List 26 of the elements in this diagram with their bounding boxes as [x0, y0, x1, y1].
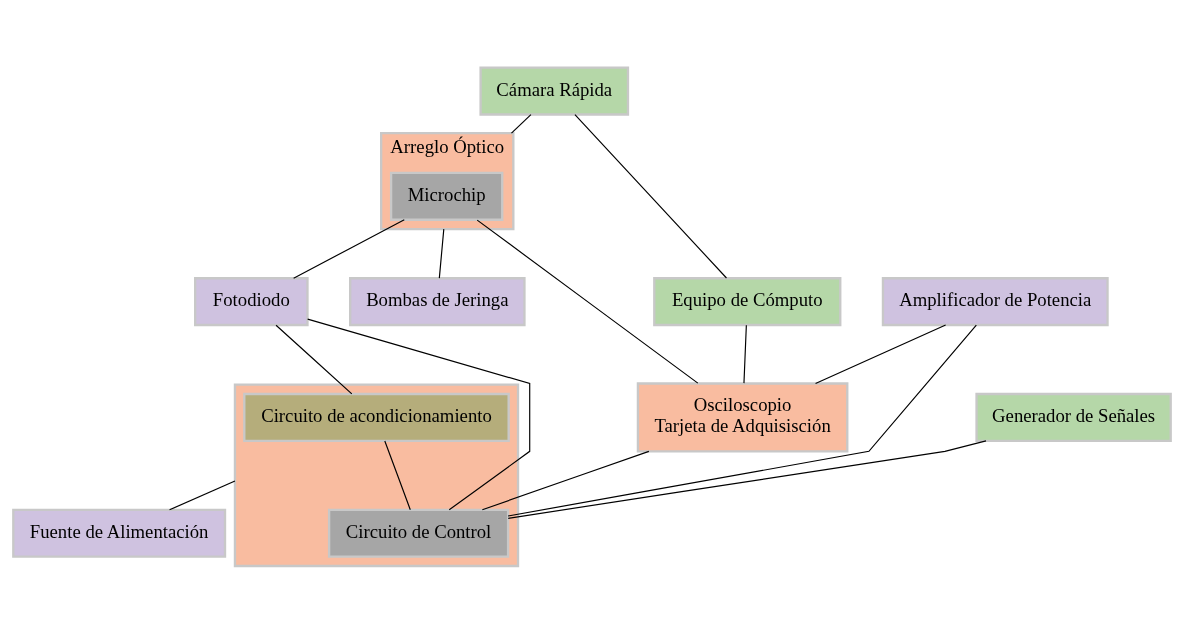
- node-box: Equipo de Cómputo: [653, 277, 842, 327]
- connector: [507, 440, 987, 519]
- node-box: Microchip: [389, 171, 504, 221]
- connector: [169, 480, 236, 511]
- connector: [307, 318, 531, 511]
- node-box: Bombas de Jeringa: [349, 277, 526, 327]
- node-box: Cámara Rápida: [479, 66, 630, 116]
- connector: [275, 324, 353, 395]
- node-box: Circuito de Control: [327, 508, 510, 558]
- node-box: Fuente de Alimentación: [12, 508, 227, 558]
- node-box: Fotodiodo: [194, 277, 309, 327]
- connector: [384, 440, 411, 511]
- connector: [814, 324, 947, 385]
- connector: [481, 450, 650, 511]
- connector: [293, 219, 405, 279]
- connector: [476, 219, 699, 384]
- node-box: Osciloscopio Tarjeta de Adquisisción: [636, 382, 849, 453]
- node-box: Amplificador de Potencia: [881, 277, 1109, 327]
- connector: [507, 324, 977, 517]
- node-box: Generador de Señales: [975, 392, 1172, 442]
- connector: [438, 228, 445, 279]
- node-box: Circuito de acondicionamiento: [243, 392, 510, 442]
- connector: [510, 114, 532, 134]
- connector: [743, 324, 747, 384]
- connector: [574, 113, 728, 279]
- cluster: [233, 383, 520, 568]
